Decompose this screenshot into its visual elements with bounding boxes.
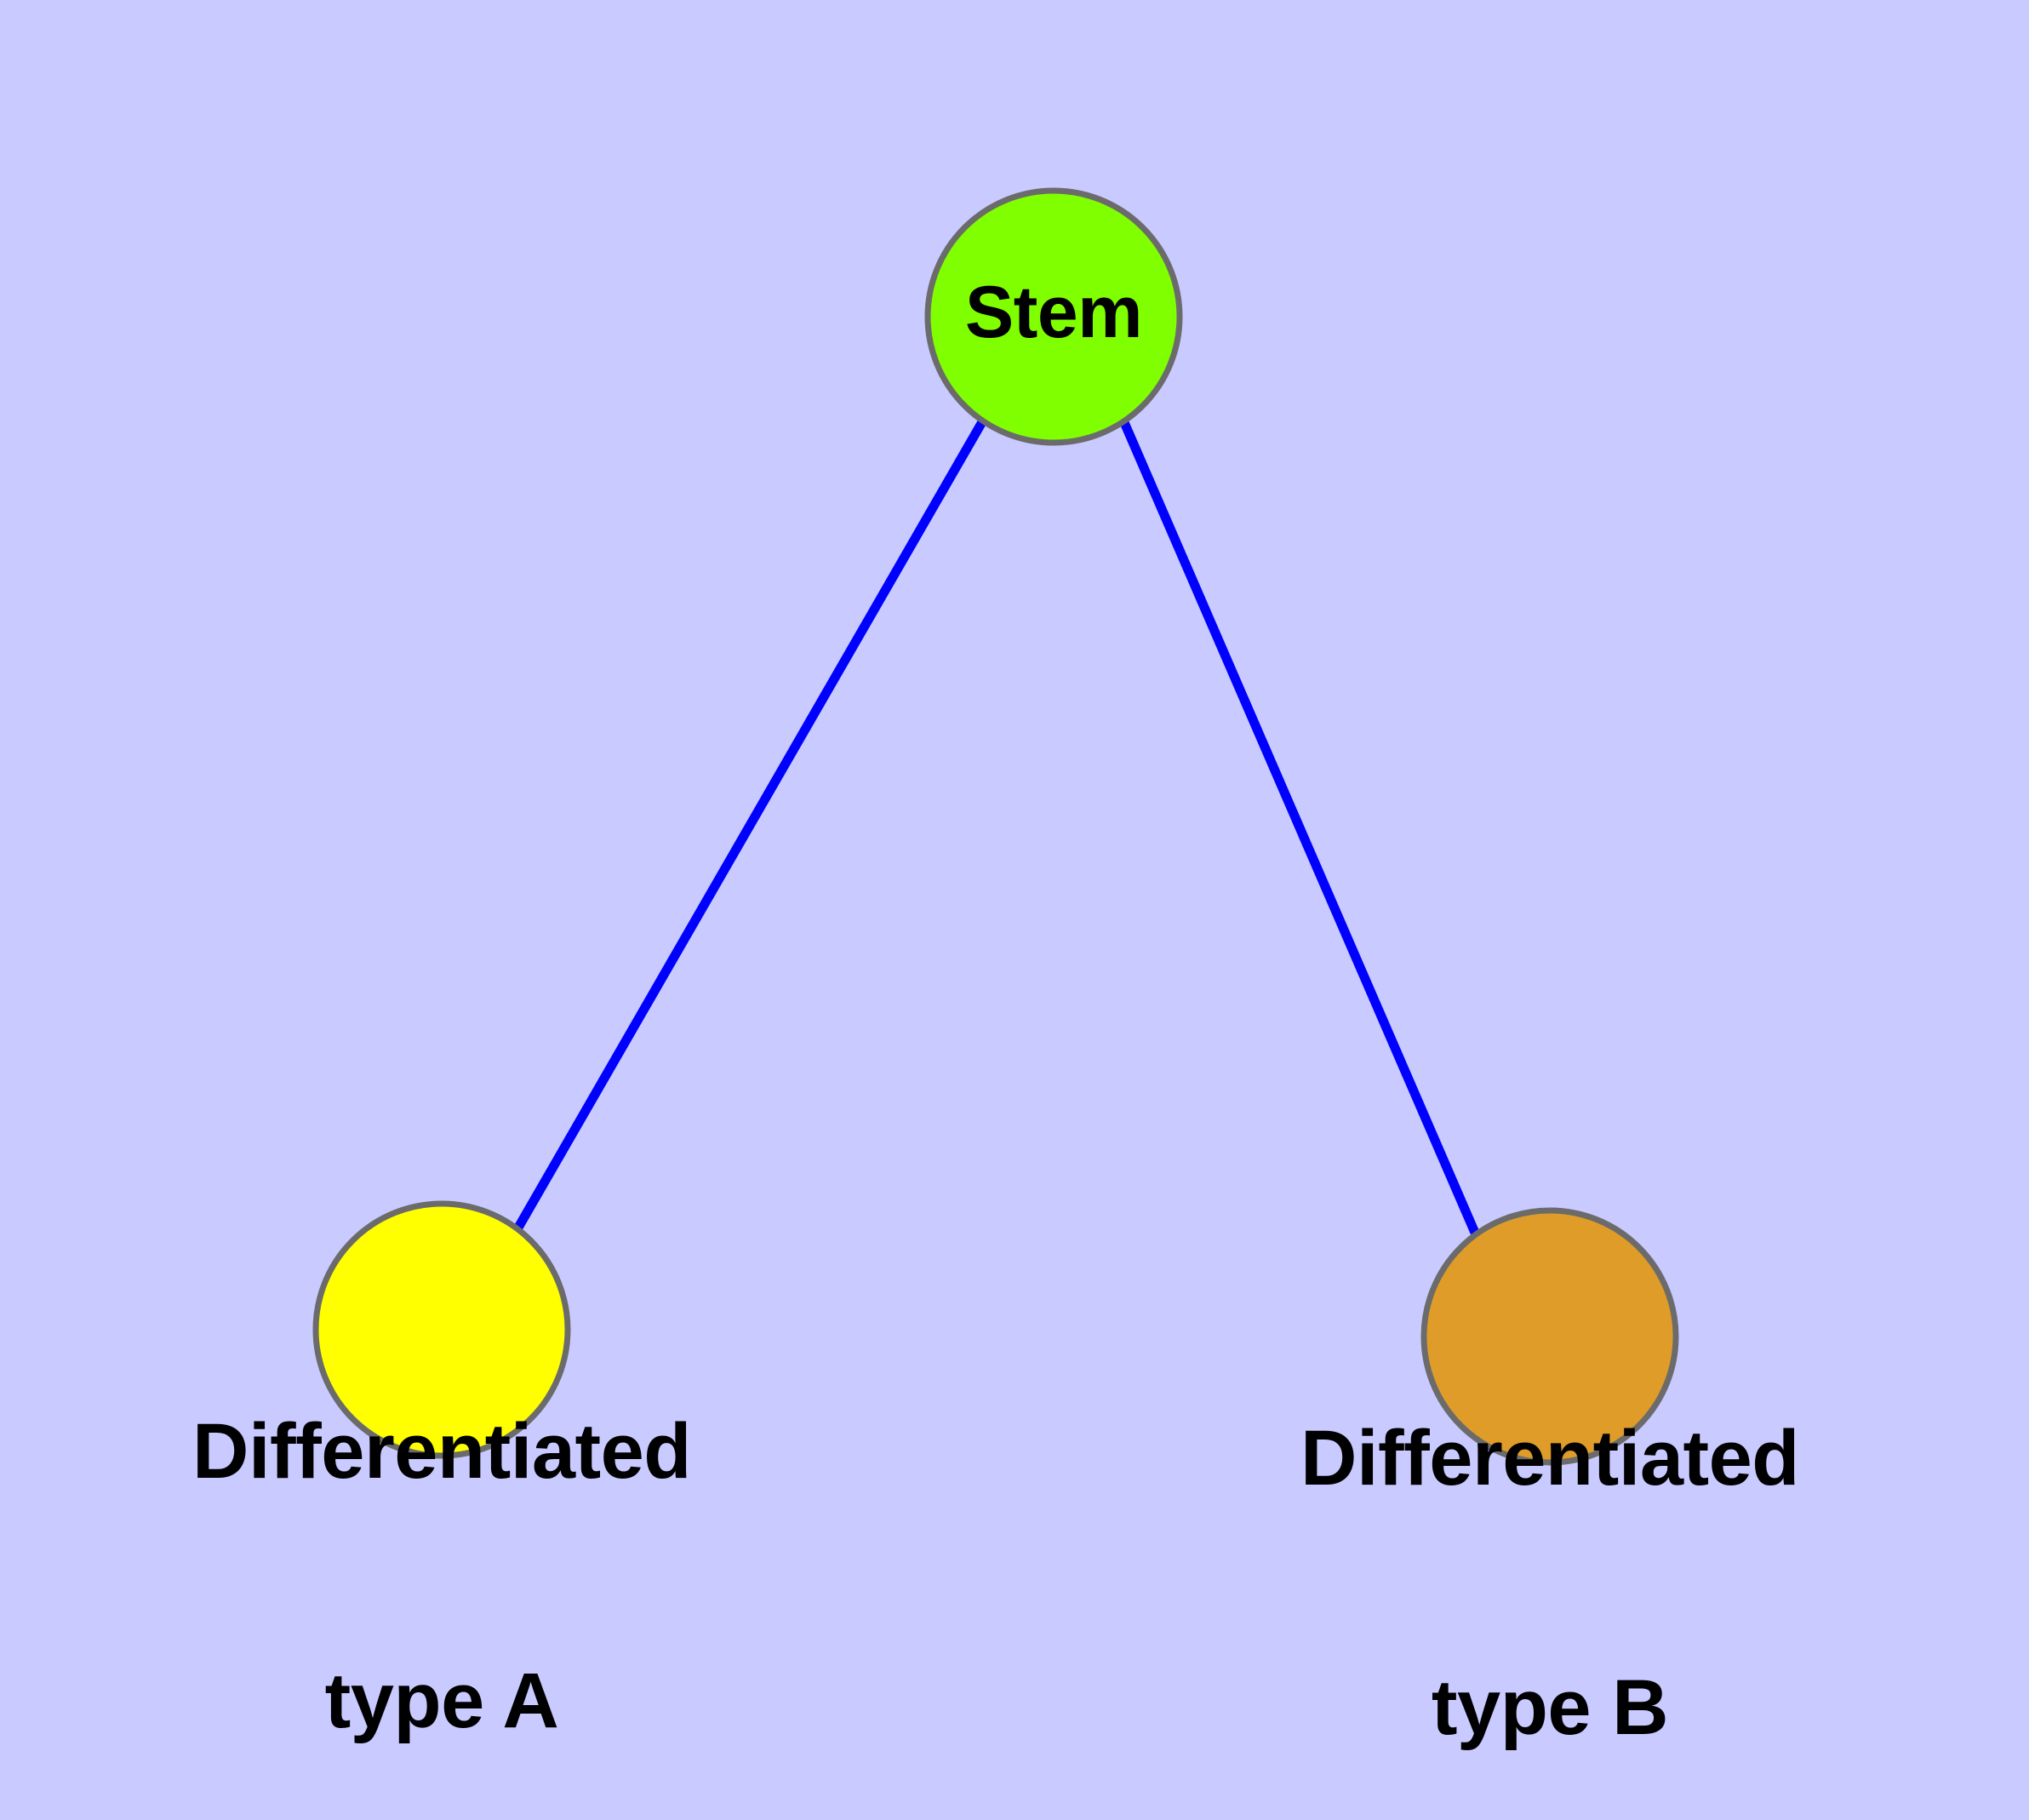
- node-stem[interactable]: [924, 187, 1183, 446]
- edge-stem-diff-a[interactable]: [514, 418, 987, 1230]
- edge-stem-diff-b[interactable]: [1118, 418, 1480, 1235]
- edge-layer: [514, 418, 1480, 1235]
- node-layer: [312, 187, 1679, 1466]
- node-differentiated-type-b[interactable]: [1420, 1207, 1679, 1466]
- node-differentiated-type-a[interactable]: [312, 1200, 571, 1459]
